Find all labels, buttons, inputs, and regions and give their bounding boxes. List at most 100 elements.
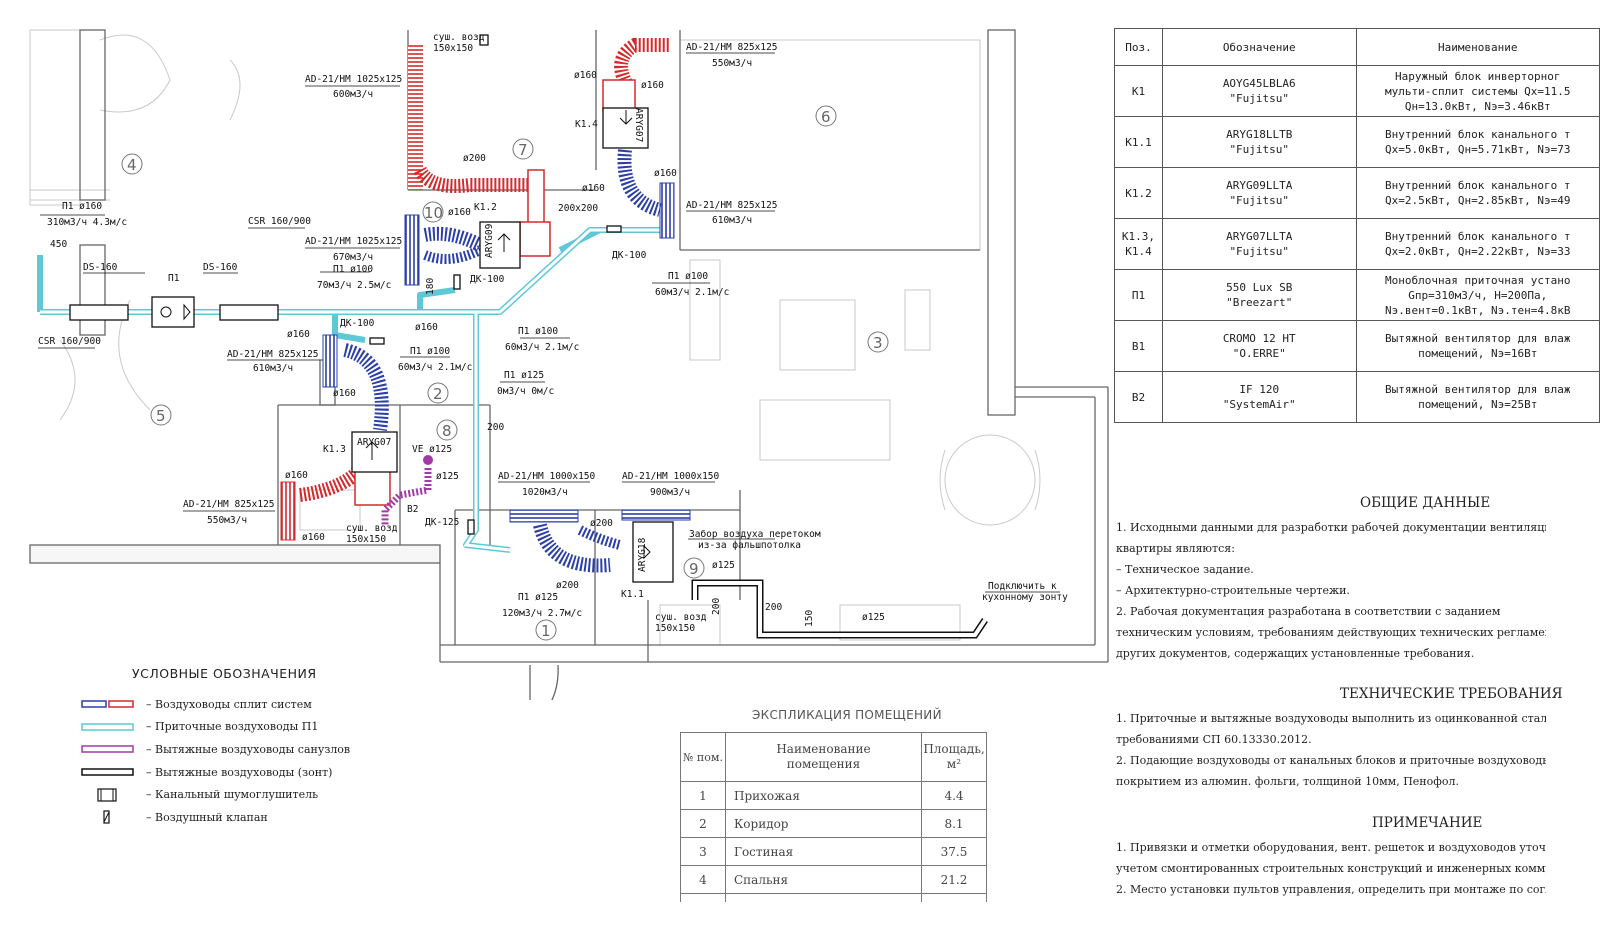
- grille-label: AD-21/НМ 825х125: [686, 42, 778, 53]
- valve-label: DS-160: [83, 262, 118, 273]
- grille-label: 150х150: [655, 623, 695, 634]
- legend-item: – Воздуховоды сплит систем: [80, 693, 380, 716]
- designation-cell: CROMO 12 HT"O.ERRE": [1161, 320, 1357, 372]
- dimension-label: 180: [425, 278, 436, 295]
- unit-model-label: ARYG18: [637, 537, 648, 572]
- diameter-label: ø160: [415, 322, 438, 333]
- room-number-8: 8: [442, 422, 452, 440]
- designation-cell: 550 Lux SB"Breezart": [1161, 269, 1357, 321]
- damper-label: ДК-100: [340, 318, 375, 329]
- silencer-label: CSR 160/900: [248, 216, 311, 227]
- note-label: Подключить к: [988, 581, 1057, 592]
- legend-item: – Воздушный клапан: [80, 806, 380, 829]
- legend-item: – Вытяжные воздуховоды санузлов: [80, 738, 380, 761]
- diameter-label: ø160: [654, 168, 677, 179]
- flow-label: 900м3/ч: [650, 487, 690, 498]
- table-row: П1 550 Lux SB"Breezart" Моноблочная прит…: [1114, 269, 1600, 321]
- damper-label: ДК-100: [612, 250, 647, 261]
- diameter-label: ø200: [556, 580, 579, 591]
- split-ducts-red: [280, 38, 670, 541]
- flow-label: 310м3/ч 4.3м/с: [47, 217, 127, 228]
- supply-duct-icon: [80, 720, 136, 734]
- designation-cell: ARYG07LLTA"Fujitsu": [1161, 218, 1357, 270]
- room-number-5: 5: [156, 407, 166, 425]
- dimension-label: 200: [487, 422, 504, 433]
- fan-label: В2: [407, 504, 418, 515]
- general-data-text: 1. Исходными данными для разработки рабо…: [1116, 521, 1546, 660]
- legend-item: – Приточные воздуховоды П1: [80, 716, 380, 739]
- diameter-label: ø160: [641, 80, 664, 91]
- unit-label: К1.3: [323, 444, 346, 455]
- dimension-label: 200: [765, 602, 782, 613]
- column-header: № пом.: [680, 732, 726, 782]
- exhaust-hood-duct-icon: [80, 765, 136, 779]
- fan-label: VE ø125: [412, 444, 452, 455]
- flow-label: 550м3/ч: [207, 515, 247, 526]
- room-markers: [121, 105, 889, 641]
- flow-label: 60м3/ч 2.1м/с: [398, 362, 472, 373]
- diameter-label: ø200: [463, 153, 486, 164]
- exhaust-ducts-bathroom: [381, 455, 433, 525]
- grille-label: AD-21/НМ 1025х125: [305, 74, 402, 85]
- position-cell: П1: [1114, 269, 1163, 321]
- flow-label: 610м3/ч: [253, 363, 293, 374]
- diameter-label: ø160: [302, 532, 325, 543]
- damper-label: ДК-125: [425, 517, 459, 528]
- legend: УСЛОВНЫЕ ОБОЗНАЧЕНИЯ – Воздуховоды сплит…: [80, 666, 380, 829]
- unit-model-label: ARYG09: [484, 223, 495, 258]
- table-row: К1.1 ARYG18LLTB"Fujitsu" Внутренний блок…: [1114, 116, 1600, 168]
- grille-label: AD-21/НМ 825х125: [227, 349, 319, 360]
- room-number-10: 10: [424, 204, 443, 222]
- room-number-3: 3: [873, 334, 883, 352]
- diameter-label: ø200: [590, 518, 613, 529]
- legend-item: – Канальный шумоглушитель: [80, 783, 380, 806]
- position-cell: К1: [1114, 65, 1163, 117]
- grille-label: AD-21/НМ 1000х150: [622, 471, 720, 482]
- duct-label: П1 ø100: [410, 346, 450, 357]
- split-ducts-blue: [322, 149, 691, 573]
- walls: [29, 29, 1109, 700]
- supply-unit-label: П1: [168, 273, 180, 284]
- silencer-label: CSR 160/900: [38, 336, 101, 347]
- grille-label: 150х150: [433, 43, 473, 54]
- grille-label: суш. возд: [346, 523, 398, 534]
- table-row: К1 AOYG45LBLA6"Fujitsu" Наружный блок ин…: [1114, 65, 1600, 117]
- silencer-icon: [80, 788, 136, 802]
- room-number-9: 9: [689, 560, 699, 578]
- grille-label: AD-21/НМ 1000х150: [498, 471, 596, 482]
- table-row: В1 CROMO 12 HT"O.ERRE" Вытяжной вентилят…: [1114, 320, 1600, 372]
- diameter-label: ø125: [712, 560, 735, 571]
- room-number-7: 7: [518, 141, 528, 159]
- room-number-6: 6: [821, 108, 831, 126]
- designation-cell: AOYG45LBLA6"Fujitsu": [1161, 65, 1357, 117]
- indoor-units: [69, 34, 674, 583]
- grille-label: суш. возд: [433, 32, 485, 43]
- room-number-2: 2: [433, 385, 443, 403]
- dimension-label: 200х200: [558, 203, 598, 214]
- column-header: Наименование: [1355, 28, 1600, 66]
- equipment-table: Поз. Обозначение Наименование К1 AOYG45L…: [1114, 28, 1600, 423]
- dimension-label: 150: [804, 610, 815, 627]
- duct-label: П1 ø100: [333, 264, 373, 275]
- table-row: К1.3, К1.4 ARYG07LLTA"Fujitsu" Внутренни…: [1114, 218, 1600, 270]
- duct-label: П1 ø100: [668, 271, 708, 282]
- flow-label: 120м3/ч 2.7м/с: [502, 608, 582, 619]
- flow-label: 1020м3/ч: [522, 487, 568, 498]
- flow-label: 60м3/ч 2.1м/с: [505, 342, 579, 353]
- flow-label: 70м3/ч 2.5м/с: [317, 280, 391, 291]
- duct-label: П1 ø125: [518, 592, 558, 603]
- diameter-label: ø160: [287, 329, 310, 340]
- note-title: ПРИМЕЧАНИЕ: [1372, 815, 1483, 831]
- designation-cell: IF 120"SystemAir": [1161, 371, 1357, 423]
- designation-cell: ARYG18LLTB"Fujitsu": [1161, 116, 1357, 168]
- room-number-1: 1: [541, 622, 551, 640]
- table-row: К1.2 ARYG09LLTA"Fujitsu" Внутренний блок…: [1114, 167, 1600, 219]
- table-header-row: Поз. Обозначение Наименование: [1114, 28, 1600, 66]
